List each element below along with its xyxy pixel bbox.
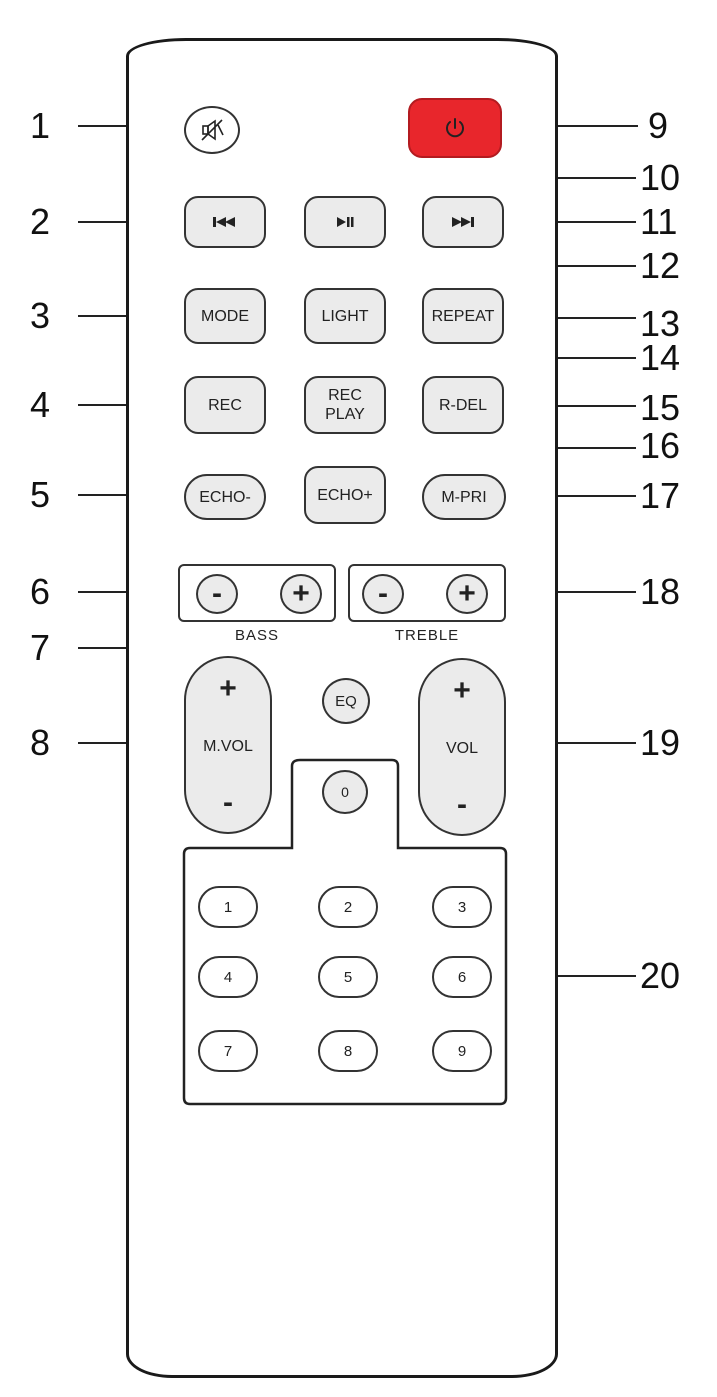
mute-icon	[201, 119, 224, 141]
callout-7: 7	[29, 627, 51, 668]
rec-play-line1: REC	[328, 387, 362, 404]
callout-12: 12	[640, 245, 681, 286]
digit-9-button[interactable]: 9	[432, 1030, 492, 1072]
digit-1-button[interactable]: 1	[198, 886, 258, 928]
bass-minus-button[interactable]: -	[196, 574, 238, 614]
vol-minus[interactable]: -	[457, 788, 467, 821]
next-button[interactable]	[422, 196, 504, 248]
rec-button[interactable]: REC	[184, 376, 266, 434]
callout-9: 9	[648, 105, 669, 146]
mode-button[interactable]: MODE	[184, 288, 266, 344]
echo-plus-button[interactable]: ECHO+	[304, 466, 386, 524]
callout-15: 15	[640, 387, 681, 428]
play-pause-icon	[337, 217, 354, 227]
mvol-rocker[interactable]: + M.VOL -	[184, 656, 272, 834]
callout-5: 5	[29, 474, 51, 515]
play-pause-button[interactable]	[304, 196, 386, 248]
callout-2: 2	[29, 201, 51, 242]
callout-16: 16	[640, 425, 681, 466]
callout-20: 20	[640, 955, 681, 996]
digit-4-button[interactable]: 4	[198, 956, 258, 998]
eq-button[interactable]: EQ	[322, 678, 370, 724]
digit-8-button[interactable]: 8	[318, 1030, 378, 1072]
rec-play-button[interactable]: REC PLAY	[304, 376, 386, 434]
digit-5-button[interactable]: 5	[318, 956, 378, 998]
power-icon	[446, 118, 464, 138]
callout-6: 6	[29, 571, 51, 612]
mvol-plus[interactable]: +	[219, 672, 237, 705]
mvol-minus[interactable]: -	[223, 786, 233, 819]
callout-3: 3	[29, 295, 51, 336]
digit-0-button[interactable]: 0	[322, 770, 368, 814]
bass-label: BASS	[234, 627, 280, 644]
callout-11: 11	[640, 201, 678, 242]
vol-rocker[interactable]: + VOL -	[418, 658, 506, 836]
mute-button[interactable]	[184, 106, 240, 154]
r-del-button[interactable]: R-DEL	[422, 376, 504, 434]
skip-previous-icon	[213, 217, 235, 227]
callout-1: 1	[29, 105, 51, 146]
treble-plus-button[interactable]: +	[446, 574, 488, 614]
callout-13: 13	[640, 303, 681, 344]
callout-10: 10	[640, 157, 681, 198]
bass-plus-button[interactable]: +	[280, 574, 322, 614]
repeat-button[interactable]: REPEAT	[422, 288, 504, 344]
digit-3-button[interactable]: 3	[432, 886, 492, 928]
light-button[interactable]: LIGHT	[304, 288, 386, 344]
callout-18: 18	[640, 571, 681, 612]
callout-19: 19	[640, 722, 681, 763]
digit-6-button[interactable]: 6	[432, 956, 492, 998]
skip-next-icon	[452, 217, 474, 227]
callout-4: 4	[29, 384, 51, 425]
vol-label: VOL	[445, 740, 478, 757]
callout-17: 17	[640, 475, 681, 516]
m-pri-button[interactable]: M-PRI	[422, 474, 506, 520]
treble-label: TREBLE	[394, 627, 460, 644]
power-button[interactable]	[408, 98, 502, 158]
callout-14: 14	[640, 337, 681, 378]
echo-minus-button[interactable]: ECHO-	[184, 474, 266, 520]
digit-7-button[interactable]: 7	[198, 1030, 258, 1072]
treble-minus-button[interactable]: -	[362, 574, 404, 614]
callout-8: 8	[29, 722, 51, 763]
vol-plus[interactable]: +	[453, 674, 471, 707]
previous-button[interactable]	[184, 196, 266, 248]
digit-2-button[interactable]: 2	[318, 886, 378, 928]
mvol-label: M.VOL	[203, 738, 253, 755]
rec-play-line2: PLAY	[325, 406, 365, 423]
